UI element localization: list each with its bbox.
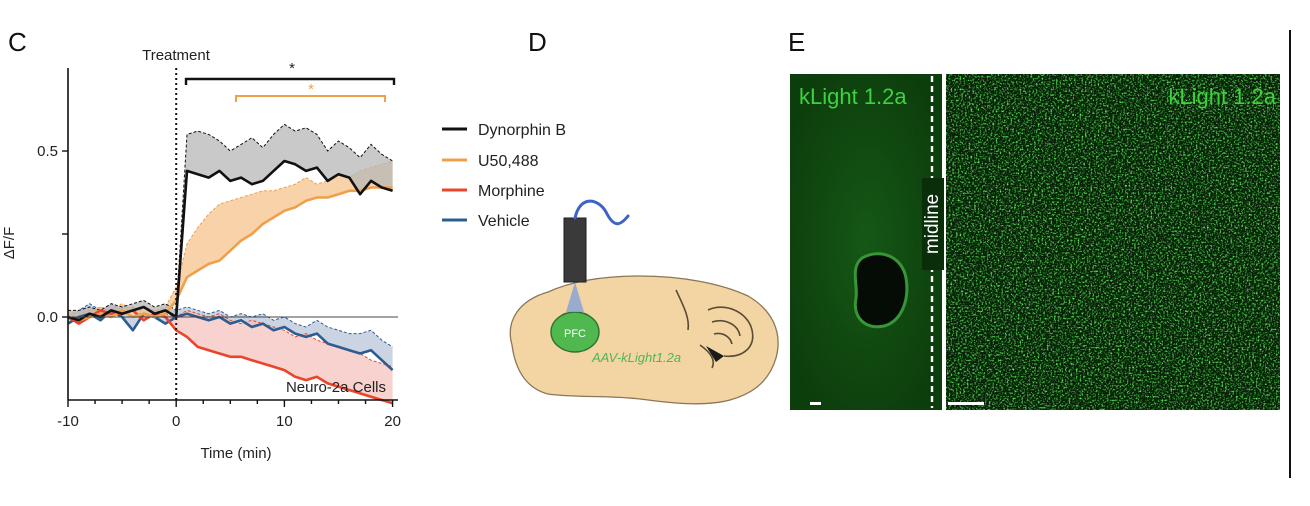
y-tick-label: 0.5 <box>37 143 58 160</box>
brain-outline <box>509 275 779 405</box>
treatment-label: Treatment <box>142 47 211 64</box>
y-ticks: 0.0 0.5 <box>37 143 68 326</box>
pfc-label: PFC <box>564 328 586 340</box>
fiber-cable <box>573 199 630 226</box>
legend-item-vehicle: Vehicle <box>442 213 530 230</box>
x-tick-label: -10 <box>57 413 79 430</box>
brainstem-mark <box>706 346 724 362</box>
chart-bands <box>67 123 393 404</box>
series-line-0 <box>67 159 393 322</box>
scale-bar-right <box>948 402 984 405</box>
chart-panel-c: -10 0 10 20 0.0 0.5 Time (min) ΔF/F Treatmen… <box>1 47 401 462</box>
micrograph-left-label: kLight 1.2a <box>799 84 907 109</box>
legend-label-u50488: U50,488 <box>478 153 539 170</box>
light-cone <box>566 282 584 312</box>
panel-letter-e: E <box>788 27 805 57</box>
cerebellum-folds <box>675 289 754 369</box>
significance-star-orange: * <box>308 81 314 98</box>
band-1 <box>68 161 393 321</box>
chart-legend: Dynorphin B U50,488 Morphine Vehicle <box>442 122 566 230</box>
micrograph-right: kLight 1.2a <box>946 74 1280 410</box>
y-tick-label: 0.0 <box>37 309 58 326</box>
legend-label-vehicle: Vehicle <box>478 213 530 230</box>
series-line-1 <box>67 186 393 322</box>
x-ticks: -10 0 10 20 <box>57 400 401 430</box>
cell-line-label: Neuro-2a Cells <box>286 379 386 396</box>
micrograph-right-label: kLight 1.2a <box>1168 84 1276 109</box>
significance-bracket-black: * <box>184 60 396 85</box>
band-edge-0 <box>68 123 393 312</box>
x-tick-label: 10 <box>276 413 293 430</box>
x-axis-title: Time (min) <box>200 445 271 462</box>
virus-label: AAV-kLight1.2a <box>591 350 681 365</box>
x-tick-label: 0 <box>172 413 180 430</box>
optic-fiber <box>563 217 587 283</box>
band-0 <box>68 124 393 321</box>
panel-letter-d: D <box>528 27 547 57</box>
chart-lines <box>67 159 394 405</box>
fiber-lesion <box>853 252 909 329</box>
micrograph-left: midline kLight 1.2a <box>790 74 944 410</box>
band-3 <box>68 303 393 371</box>
brain-diagram-panel-d: PFC AAV-kLight1.2a <box>509 199 779 405</box>
legend-label-morphine: Morphine <box>478 183 545 200</box>
band-2 <box>68 307 393 404</box>
significance-star-black: * <box>289 60 295 77</box>
legend-item-morphine: Morphine <box>442 183 545 200</box>
legend-item-dynorphin-b: Dynorphin B <box>442 122 566 139</box>
legend-label-dynorphin-b: Dynorphin B <box>478 122 566 139</box>
midline-label: midline <box>922 194 943 254</box>
scale-bar-left <box>810 402 821 405</box>
x-tick-label: 20 <box>384 413 401 430</box>
significance-bracket-orange: * <box>235 81 386 102</box>
panel-letter-c: C <box>8 27 27 57</box>
legend-item-u50488: U50,488 <box>442 153 539 170</box>
y-axis-title: ΔF/F <box>1 227 18 260</box>
micrograph-panel-e: midline kLight 1.2a kLight 1.2a <box>790 30 1291 478</box>
